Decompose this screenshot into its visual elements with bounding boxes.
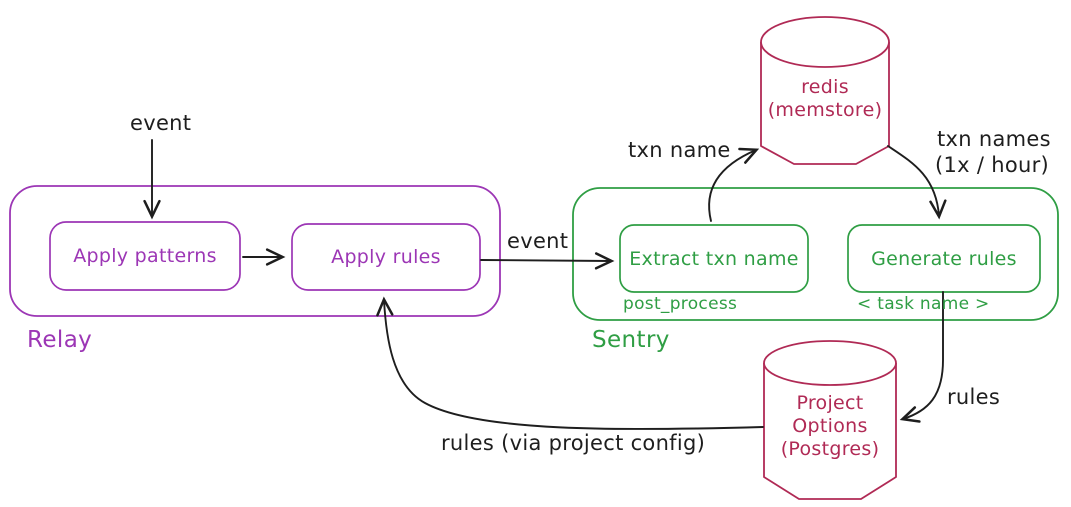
apply-rules-box [291,223,481,291]
edge-label-event-into-relay: event [130,111,192,135]
post-process-sublabel: post_process [623,294,738,314]
extract-txn-name-label: Extract txn name [629,247,799,270]
generate-rules-label: Generate rules [871,247,1017,270]
project-options-label: Project Options (Postgres) [764,392,896,461]
edge-label-event-relay-to-sentry: event [507,229,569,253]
apply-patterns-label: Apply patterns [73,245,217,267]
edge-extract-to-redis [708,150,756,222]
edge-project-options-to-apply-rules [384,300,764,430]
edge-apply-rules-to-extract [480,260,611,261]
edge-label-rules-via-project-config: rules (via project config) [441,431,706,455]
task-name-sublabel: < task name > [857,294,990,314]
generate-rules-box [847,224,1041,293]
project-options-cylinder-icon [763,340,897,500]
redis-label-line2: (memstore) [767,99,883,121]
redis-label: redis (memstore) [760,76,890,122]
edge-generate-rules-to-project-options [903,291,944,419]
redis-cylinder-icon [760,16,890,165]
apply-rules-label: Apply rules [331,246,441,268]
edge-redis-to-generate-rules [887,145,939,216]
relay-container-label: Relay [27,327,93,353]
edge-label-txn-names-line1: txn names [937,127,1051,151]
project-options-label-line3: (Postgres) [780,438,880,460]
edge-label-txn-names-line2: (1x / hour) [935,153,1050,177]
sentry-container-label: Sentry [592,327,670,353]
edge-label-rules: rules [947,385,1001,409]
project-options-label-line1: Project [796,392,864,414]
edge-label-txn-name: txn name [628,138,731,162]
redis-label-line1: redis [801,76,849,98]
apply-patterns-box [49,221,241,291]
extract-txn-name-box [619,224,809,293]
project-options-label-line2: Options [792,415,868,437]
